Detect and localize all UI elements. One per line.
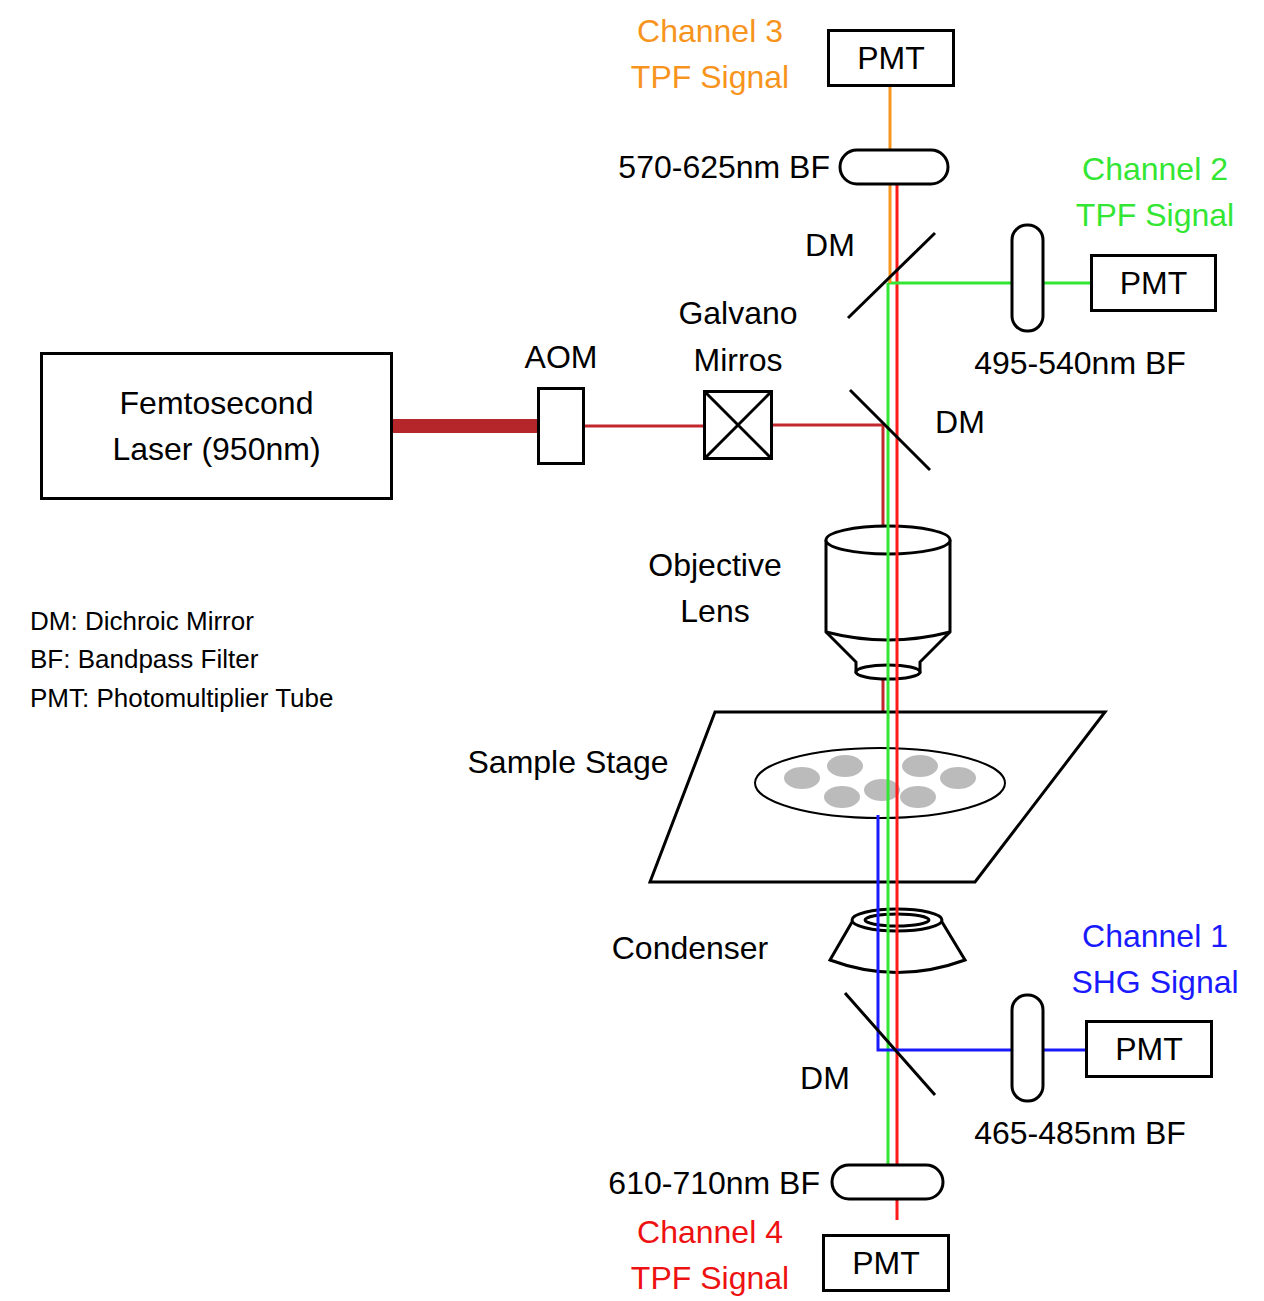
- red-signal-beam: [896, 165, 899, 1220]
- channel-label: Channel 1 SHG Signal: [1050, 913, 1260, 1006]
- box-text: PMT: [852, 1240, 920, 1286]
- abbreviation-note: BF: Bandpass Filter: [30, 641, 258, 679]
- channel-label: Channel 4 TPF Signal: [605, 1209, 815, 1301]
- box-text: PMT: [1120, 260, 1188, 306]
- dichroic-mirrors: [845, 233, 935, 1095]
- box-heading: Galvano Mirros: [648, 290, 828, 383]
- channel-label: Channel 2 TPF Signal: [1055, 146, 1255, 239]
- filter-label: 465-485nm BF: [974, 1110, 1186, 1156]
- aom-box: AOM: [537, 387, 585, 465]
- pmt-box: PMT: [822, 1234, 950, 1292]
- channel-label: Channel 3 TPF Signal: [605, 8, 815, 101]
- pmt-box: PMT: [827, 29, 955, 87]
- filter-label: 570-625nm BF: [618, 144, 830, 190]
- filter-label: 610-710nm BF: [608, 1160, 820, 1206]
- box-heading: AOM: [471, 334, 651, 380]
- bandpass-filters: [832, 150, 1043, 1199]
- abbreviation-note: PMT: Photomultiplier Tube: [30, 680, 333, 718]
- mirror-label: DM: [800, 1055, 850, 1101]
- pmt-box: PMT: [1090, 254, 1217, 312]
- laser-beam: [393, 419, 537, 433]
- mirror-label: DM: [805, 222, 855, 268]
- pmt-box: PMT: [1085, 1020, 1213, 1078]
- part-label: Objective Lens: [630, 542, 800, 635]
- laser-box: Femtosecond Laser (950nm): [40, 352, 393, 500]
- blue-signal-beam: [878, 815, 1085, 1050]
- part-label: Sample Stage: [467, 739, 668, 785]
- sample-wells: [784, 755, 976, 808]
- box-text: PMT: [857, 35, 925, 81]
- galvo-cross: [706, 393, 770, 457]
- green-signal-branch: [888, 282, 1090, 285]
- box-text: Femtosecond Laser (950nm): [87, 380, 347, 473]
- box-text: PMT: [1115, 1026, 1183, 1072]
- mirror-label: DM: [935, 399, 985, 445]
- galvo-box: Galvano Mirros: [703, 390, 773, 460]
- laser-beam: [585, 425, 703, 428]
- green-signal-beam: [887, 283, 890, 1165]
- sample-dish: [755, 748, 1005, 818]
- part-label: Condenser: [612, 925, 769, 971]
- abbreviation-note: DM: Dichroic Mirror: [30, 603, 254, 641]
- filter-label: 495-540nm BF: [974, 340, 1186, 386]
